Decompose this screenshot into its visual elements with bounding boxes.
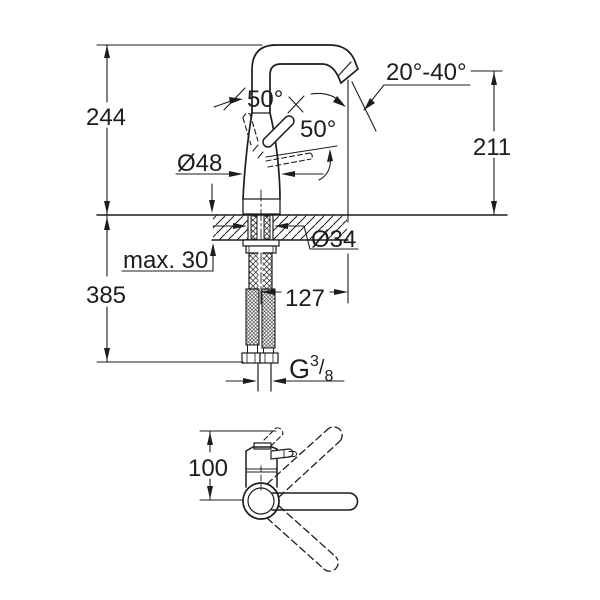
aerator-face-line	[338, 61, 352, 76]
dim-d48-label: Ø48	[177, 150, 222, 177]
arrow-g38-left	[243, 378, 257, 384]
swivel-ring-outer	[242, 482, 280, 520]
mounting-nut	[245, 245, 277, 254]
arrowheads	[104, 45, 497, 499]
dim-d34-label: Ø34	[311, 226, 356, 253]
dim-127-label: 127	[285, 285, 325, 312]
faucet-top-view	[199, 426, 359, 572]
hose-tail-tube	[257, 362, 272, 392]
body-detail-dashes	[252, 144, 264, 159]
aerator-angle-leader	[363, 84, 471, 111]
mounting-hardware	[241, 215, 280, 392]
handle-swing-up-label: 50°	[247, 86, 283, 113]
arrow-d48-right	[281, 171, 295, 177]
arrow-d34-right	[274, 223, 288, 229]
hose-nut-facets	[246, 352, 274, 364]
dim-100-label: 100	[188, 455, 228, 482]
arrow-211-top	[491, 72, 497, 85]
deck-hole-edges	[247, 214, 274, 241]
spout-swivel-position-lower	[266, 505, 339, 572]
handle-up-arrow-shaft	[213, 100, 232, 108]
handle-swing-down-label: 50°	[300, 116, 336, 143]
dim-385-label: 385	[86, 282, 126, 309]
dimension-lines	[96, 44, 503, 382]
mounting-stud-right	[263, 215, 271, 240]
lever-pin-top-view	[288, 451, 297, 457]
arrow-100-top	[207, 432, 213, 445]
spout-top-view	[271, 492, 359, 511]
lever-handle	[262, 115, 295, 148]
dim-211-label: 211	[473, 134, 511, 161]
arrow-deck-bottom	[210, 243, 216, 256]
mounting-stud-left	[250, 215, 258, 240]
lever-raised-top-view-dashed	[263, 427, 284, 447]
lever-lowered-axis-line	[265, 145, 338, 158]
hose-nut-left	[241, 352, 261, 364]
arrow-244-bottom	[104, 201, 110, 214]
arrow-handle-down	[327, 149, 333, 162]
faucet-front-view	[242, 44, 360, 306]
lever-handle-raised-dashed	[242, 112, 259, 146]
deck-hatch-left	[213, 215, 248, 240]
arrow-d34-left	[233, 223, 247, 229]
arrow-swivel	[333, 96, 346, 107]
hose-ferrule-right	[263, 347, 274, 354]
thread-denominator: 8	[324, 368, 333, 385]
spout-outline	[251, 44, 360, 114]
dim-244-label: 244	[86, 104, 126, 131]
counter-section	[96, 214, 508, 241]
aerator-angle-label: 20°-40°	[386, 59, 467, 86]
arrow-385-bottom	[104, 348, 110, 361]
mounting-nut-facets	[248, 245, 274, 254]
thread-size-label: G3/8	[289, 353, 333, 385]
linework: 244 385 211 127 Ø48 Ø34 max. 30 50° 50° …	[86, 44, 511, 572]
arrow-244-top	[104, 45, 110, 58]
thread-numerator: 3	[310, 353, 319, 370]
thread-slash: /	[319, 357, 325, 379]
hose-ferrule-left	[247, 344, 258, 354]
lever-handle-lowered-dashed	[265, 152, 313, 168]
spout-swivel-position-upper	[266, 426, 343, 498]
handle-up-cross-tick	[287, 95, 305, 114]
arrow-aerator-angle	[364, 98, 375, 110]
arrow-100-bottom	[207, 486, 213, 499]
hose-nut-right	[259, 352, 279, 364]
body-cap-top-view	[253, 442, 272, 450]
flex-hose-right	[261, 288, 276, 349]
lever-top-view	[270, 448, 294, 460]
arrow-127-right	[334, 289, 348, 295]
thread-letter: G	[289, 354, 310, 384]
shank-center-gap	[258, 252, 263, 290]
flex-hose-left	[245, 288, 260, 346]
arrow-handle-up	[229, 97, 243, 104]
body-top-view-lines	[245, 468, 278, 473]
swivel-ring-inner	[247, 487, 275, 515]
body-base	[242, 198, 281, 215]
arrow-deck-top	[209, 200, 215, 213]
mounting-washer	[242, 239, 280, 247]
d34-leader	[212, 225, 359, 250]
arrow-d48-left	[229, 171, 243, 177]
arrow-g38-right	[272, 378, 286, 384]
arrow-211-bottom	[491, 201, 497, 214]
labels: 244 385 211 127 Ø48 Ø34 max. 30 50° 50° …	[86, 59, 511, 482]
aerator-axis-extension	[351, 81, 377, 132]
max-deck-thickness-label: max. 30	[123, 247, 208, 274]
arrow-385-top	[104, 217, 110, 230]
max30-label-leader	[121, 255, 214, 272]
arrow-127-left	[261, 289, 275, 295]
